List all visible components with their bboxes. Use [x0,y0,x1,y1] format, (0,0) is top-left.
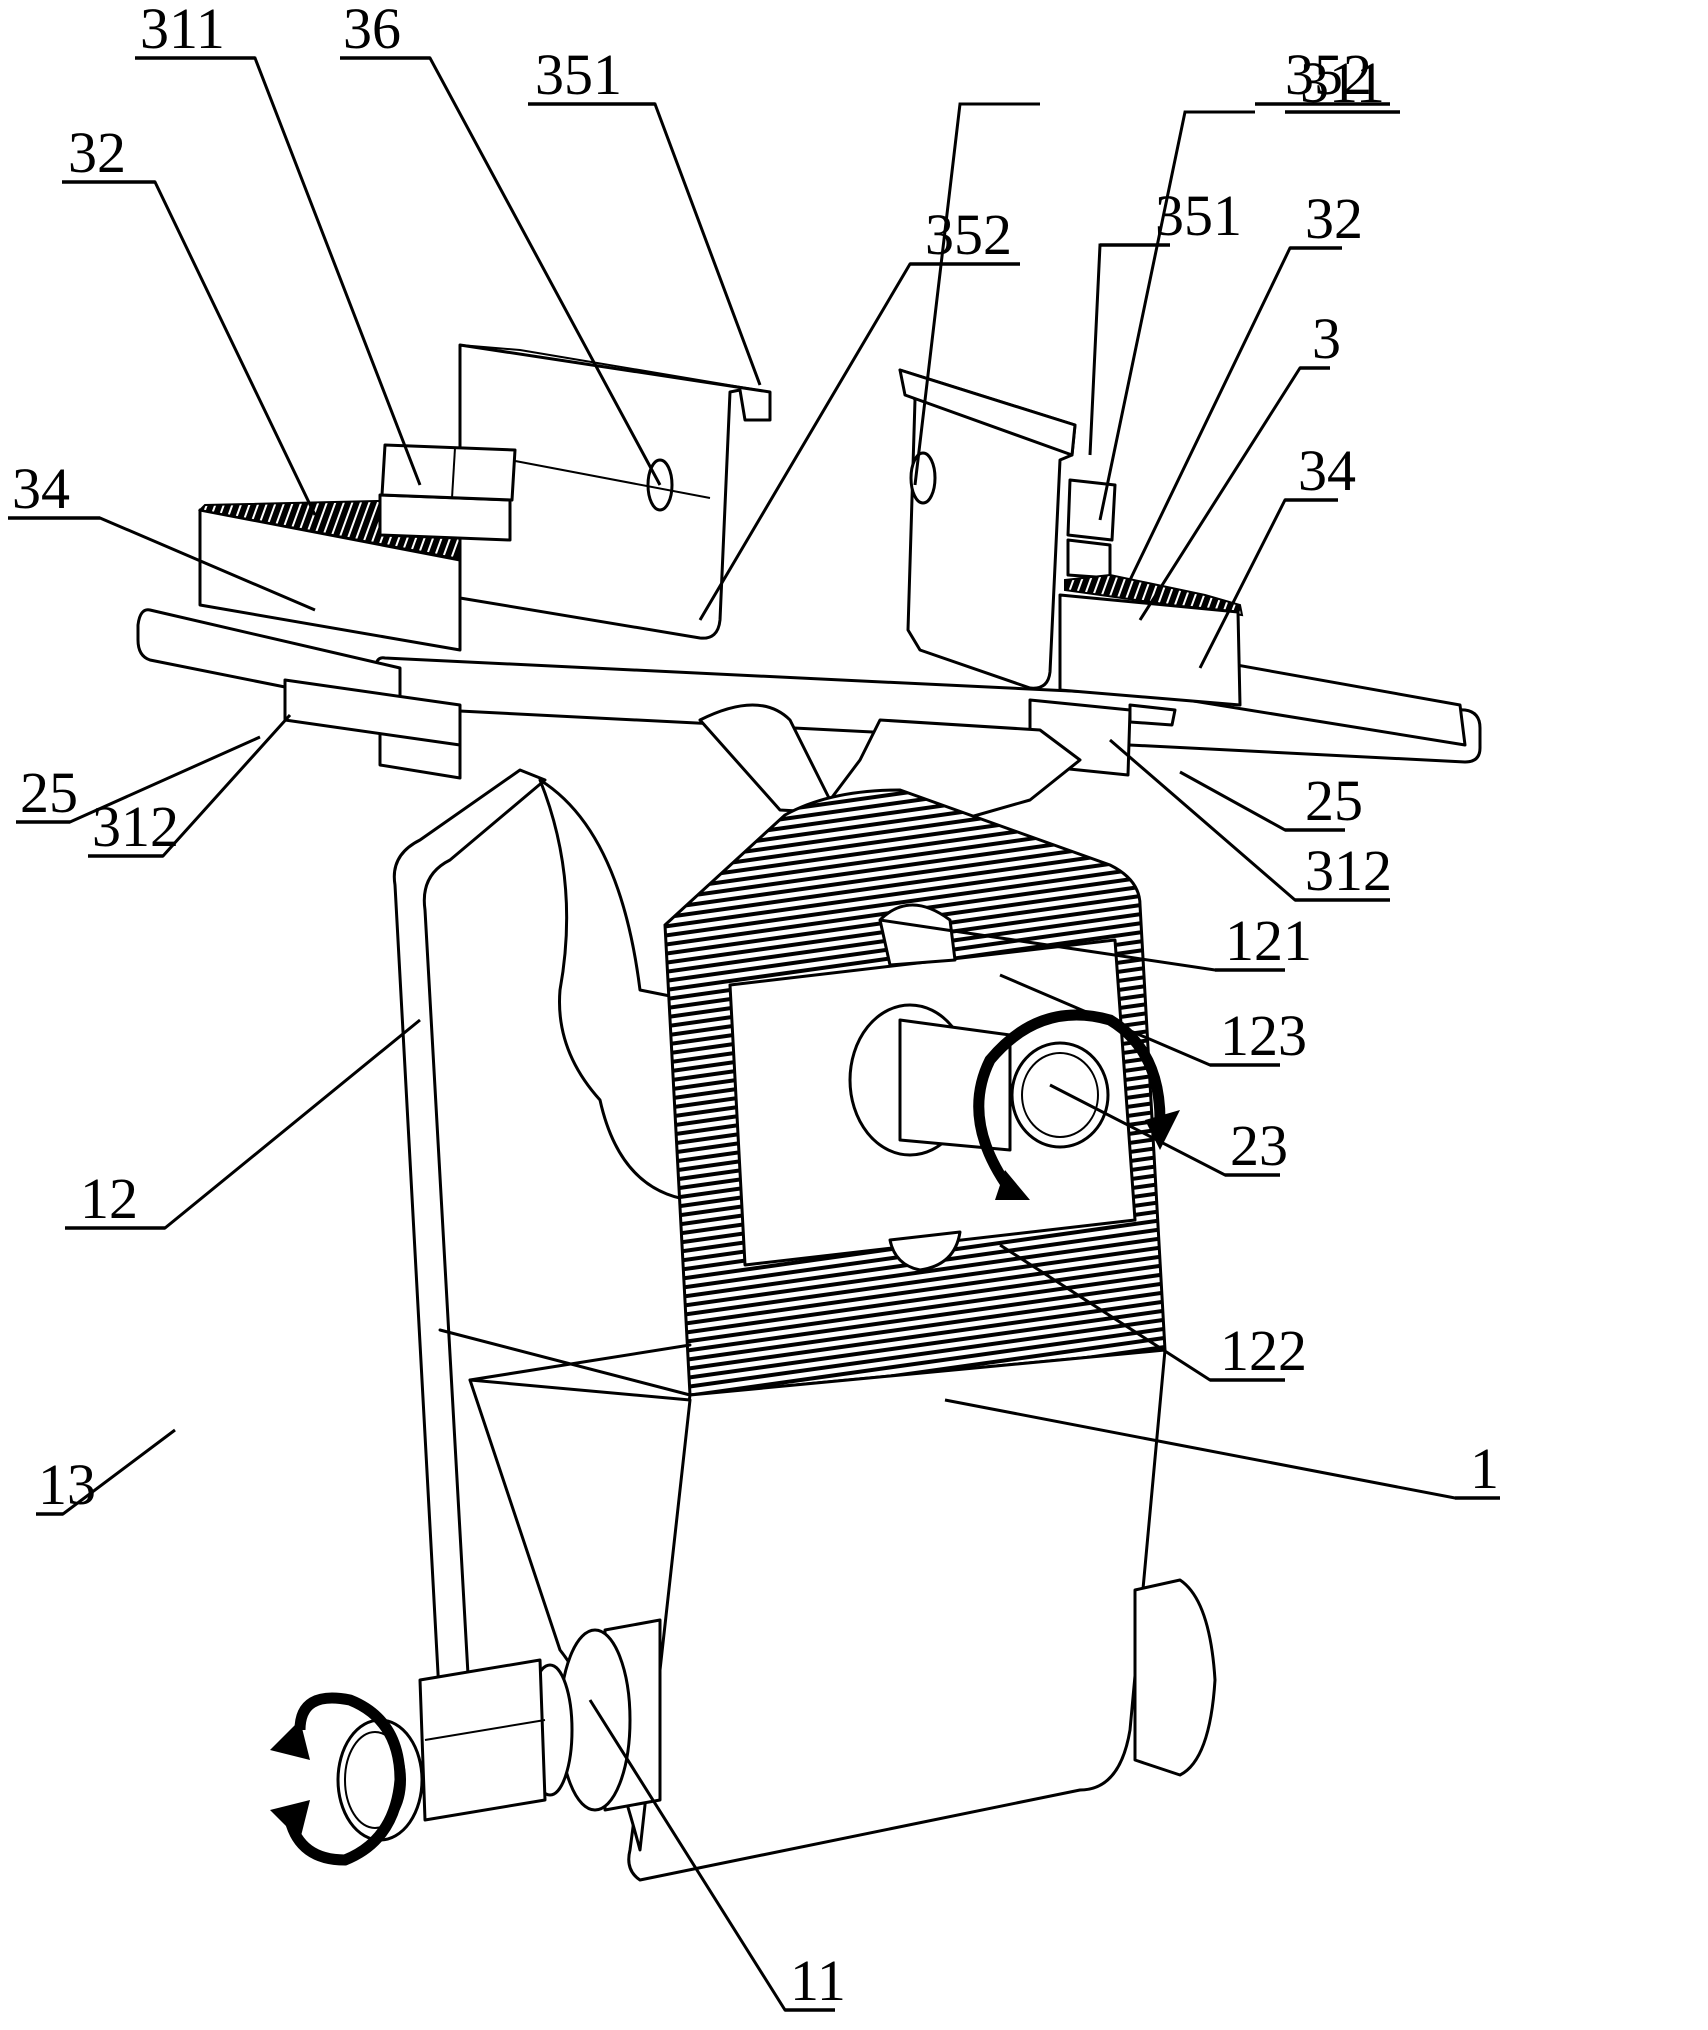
label-1: 1 [1470,1436,1499,1501]
label-11: 11 [790,1948,846,2013]
label-352-center: 352 [925,202,1012,267]
label-34-left: 34 [12,456,70,521]
rotation-arrow-upper [973,1009,1180,1200]
rail-web [698,703,1082,822]
label-312-right: 312 [1305,838,1392,903]
leader-351b [1088,243,1170,456]
label-123: 123 [1220,1003,1307,1068]
leader-32b [1128,246,1342,581]
left-base-plate [136,608,402,712]
left-bolt [378,443,517,542]
label-351-left: 351 [535,42,622,107]
label-311-right: 311 [1300,50,1385,115]
label-23: 23 [1230,1113,1288,1178]
leader-311b [1098,110,1255,521]
right-l-bracket [898,368,1077,690]
right-end-nut [1133,1578,1217,1777]
label-25-left: 25 [20,760,78,825]
right-serrated-top [1064,573,1244,617]
top-clamp-assembly [136,343,1482,822]
label-25-right: 25 [1305,768,1363,833]
slot-121 [878,903,957,967]
leader-32a [70,180,317,516]
leader-351a [530,102,762,386]
label-13: 13 [38,1452,96,1517]
reference-labels: 311 36 351 32 34 352 352 311 351 32 3 34… [8,0,1500,2013]
label-121: 121 [1225,908,1312,973]
left-l-bracket [458,343,772,640]
label-32-left: 32 [68,120,126,185]
label-32-right: 32 [1305,186,1363,251]
label-3: 3 [1312,306,1341,371]
leader-352b [913,102,1040,486]
lower-body-1 [627,1348,1167,1882]
label-122: 122 [1220,1318,1307,1383]
pivot-boss [538,778,692,1202]
main-body [270,768,1217,1882]
label-351-right: 351 [1155,183,1242,248]
left-washer-25 [283,678,462,747]
leader-311a [155,56,422,486]
side-plate-12 [392,768,547,1712]
bottom-axle-11 [336,1578,1217,1842]
label-34-right: 34 [1298,438,1356,503]
label-311-left: 311 [140,0,225,61]
right-bolt [1066,478,1117,580]
label-312-left: 312 [92,794,179,859]
right-washer-25 [1128,703,1177,727]
label-352-right: 352 [1285,42,1372,107]
slot-122 [888,1230,962,1272]
right-clamp-block [1058,593,1242,707]
label-36: 36 [343,0,401,61]
label-12: 12 [80,1166,138,1231]
rotation-arrow-lower [270,1692,406,1866]
